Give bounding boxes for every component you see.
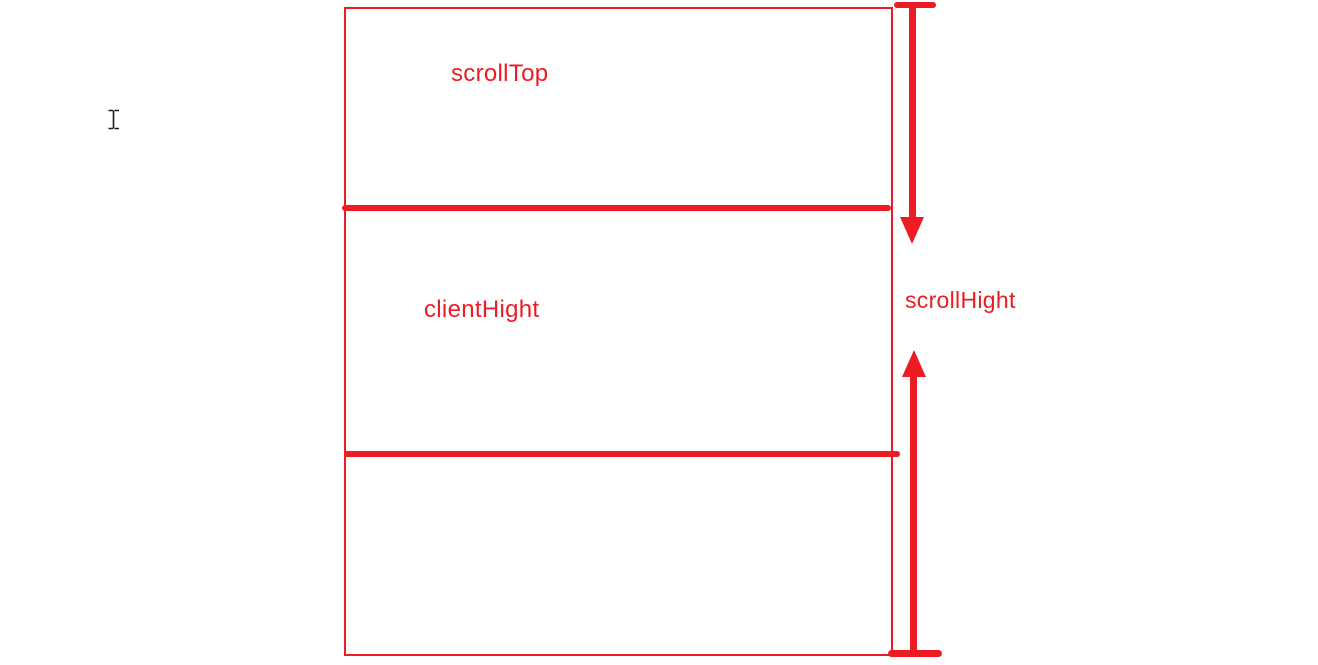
text-cursor-icon [108, 109, 119, 130]
up-arrow-cap [888, 650, 942, 657]
scroll-content-box [344, 7, 893, 656]
up-arrow-shaft [910, 375, 917, 653]
down-arrowhead-icon [900, 217, 924, 244]
scrolltop-label: scrollTop [451, 60, 549, 87]
up-arrowhead-icon [902, 350, 926, 377]
clientheight-label: clientHight [424, 296, 540, 323]
scrollheight-label: scrollHight [905, 287, 1016, 313]
down-arrow-shaft [909, 5, 916, 218]
clientheight-divider-line [344, 451, 900, 457]
scrolltop-divider-line [342, 205, 891, 211]
